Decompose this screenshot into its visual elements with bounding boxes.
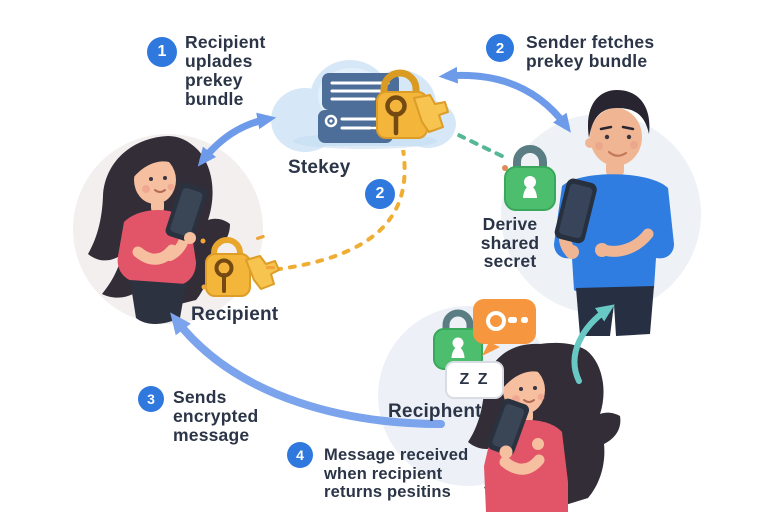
sender-illustration bbox=[554, 90, 674, 336]
step-3-badge: 3 bbox=[138, 386, 164, 412]
receive-arrow bbox=[571, 304, 615, 384]
prekey-bundle-key-icon bbox=[376, 69, 449, 139]
shared-secret-lock-icon bbox=[504, 145, 556, 211]
derive-shared-secret-label: Derive shared secret bbox=[480, 214, 540, 271]
dash-end-dot bbox=[502, 165, 508, 171]
yellow-dashed-connector bbox=[270, 147, 407, 272]
recipient-left-label: Recipient bbox=[191, 304, 279, 325]
step-4-badge: 4 bbox=[287, 442, 313, 468]
cloud-step-badge: 2 bbox=[365, 179, 395, 209]
step-1-badge: 1 bbox=[147, 37, 177, 67]
sparkles bbox=[200, 234, 275, 290]
step-2-badge: 2 bbox=[486, 34, 514, 62]
upload-arrow bbox=[197, 112, 277, 167]
key-message-bubble-icon bbox=[473, 299, 536, 356]
cloud-label: Stekey bbox=[288, 157, 351, 178]
message-chat-bubble-icon bbox=[318, 110, 393, 143]
teal-dashed-connector bbox=[444, 127, 508, 160]
fetch-arrow bbox=[438, 66, 571, 133]
step-2-label: Sender fetches prekey bundle bbox=[526, 32, 655, 71]
step-1-label: Recipient uplades prekey bundle bbox=[185, 32, 266, 109]
recipient-left-phone bbox=[165, 182, 208, 242]
step-4-label: Message received when recipient returns … bbox=[324, 446, 469, 501]
recipient-key-icon bbox=[200, 234, 280, 297]
recipient-bottom-illustration bbox=[468, 342, 621, 512]
recipient-bottom-label: Reciphent bbox=[388, 401, 482, 422]
recipient-bottom-phone bbox=[487, 398, 530, 456]
sender-phone bbox=[554, 178, 597, 244]
sleep-indicator-box: Z Z bbox=[445, 361, 504, 399]
send-message-arrow bbox=[170, 312, 445, 428]
recipient-left-illustration bbox=[88, 136, 230, 324]
step-3-label: Sends encrypted message bbox=[173, 387, 259, 445]
